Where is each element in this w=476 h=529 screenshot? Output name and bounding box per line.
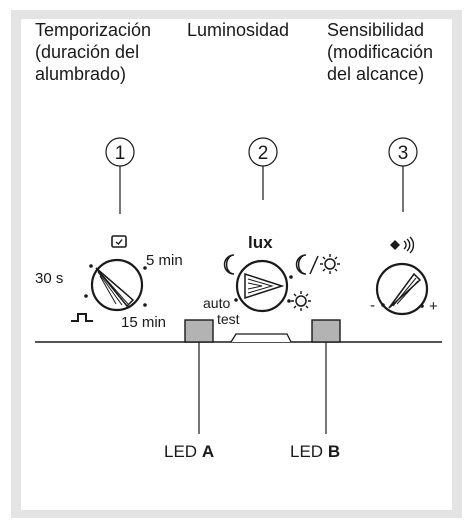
heading-sensitivity-line3: del alcance) xyxy=(327,64,425,84)
heading-luminosity: Luminosidad xyxy=(187,19,289,41)
diagram-panel xyxy=(21,19,452,510)
sun-icon xyxy=(291,291,311,311)
moon-icon xyxy=(223,254,235,275)
led-a xyxy=(184,319,214,434)
heading-sensitivity: Sensibilidad (modificación del alcance) xyxy=(327,19,433,85)
led-a-letter: A xyxy=(201,442,215,461)
callout-1-number: 1 xyxy=(115,143,126,164)
lux-dial[interactable] xyxy=(234,259,293,313)
led-b-letter: B xyxy=(327,442,341,461)
heading-sensitivity-line1: Sensibilidad xyxy=(327,20,425,40)
led-b-label: LED B xyxy=(290,442,340,462)
test-label: test xyxy=(217,311,240,327)
callout-3-number: 3 xyxy=(398,143,409,164)
heading-luminosity-line1: Luminosidad xyxy=(187,20,290,40)
timer-label-30s: 30 s xyxy=(35,270,64,287)
led-a-label: LED A xyxy=(164,442,214,462)
led-a-prefix: LED xyxy=(164,442,198,461)
heading-timing-line2: (duración del xyxy=(35,42,140,62)
heading-timing: Temporización (duración del alumbrado) xyxy=(35,19,151,85)
moon-sun-icon xyxy=(295,254,340,275)
heading-sensitivity-line2: (modificación xyxy=(327,42,434,62)
lux-label: lux xyxy=(248,233,273,252)
sensitivity-minus-label: - xyxy=(370,297,375,314)
pulse-icon xyxy=(71,313,93,322)
timer-label-15min: 15 min xyxy=(121,314,167,331)
led-b xyxy=(311,319,341,434)
heading-timing-line3: alumbrado) xyxy=(35,64,127,84)
callout-2-number: 2 xyxy=(258,143,269,164)
frame-border xyxy=(11,10,462,518)
callout-2: 2 xyxy=(248,137,278,200)
clock-icon xyxy=(111,235,127,248)
test-lens xyxy=(230,333,292,343)
callout-3: 3 xyxy=(388,137,418,212)
timer-label-5min: 5 min xyxy=(146,252,183,269)
sensor-range-icon xyxy=(390,236,415,254)
auto-label: auto xyxy=(203,295,231,311)
sensitivity-plus-label: + xyxy=(429,298,438,315)
callout-1: 1 xyxy=(105,137,135,214)
timer-dial[interactable] xyxy=(84,258,147,312)
sensitivity-dial[interactable] xyxy=(375,262,429,316)
heading-timing-line1: Temporización xyxy=(35,20,152,40)
led-b-prefix: LED xyxy=(290,442,324,461)
